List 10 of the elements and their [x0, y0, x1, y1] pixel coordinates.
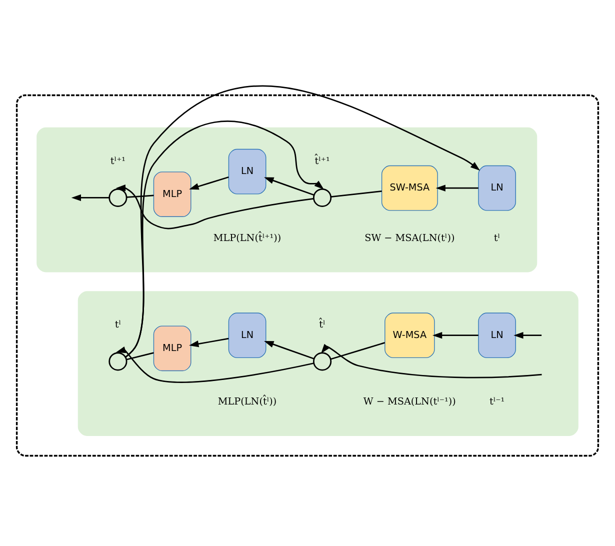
label: SW − MSA(LN(tˡ)) [364, 232, 455, 244]
label: MLP(LN(t̂ˡ)) [218, 396, 277, 408]
node-label: t̂ˡ⁺¹ [314, 155, 330, 166]
node-label: tˡ⁺¹ [110, 155, 126, 166]
node-label: t̂ˡ [319, 319, 326, 330]
label: tˡ⁻¹ [489, 396, 505, 408]
label: MLP(LN(t̂ˡ⁺¹)) [213, 232, 282, 244]
label: tˡ [494, 232, 500, 244]
label: W − MSA(LN(tˡ⁻¹)) [363, 396, 456, 408]
node-label: tˡ [114, 319, 122, 330]
